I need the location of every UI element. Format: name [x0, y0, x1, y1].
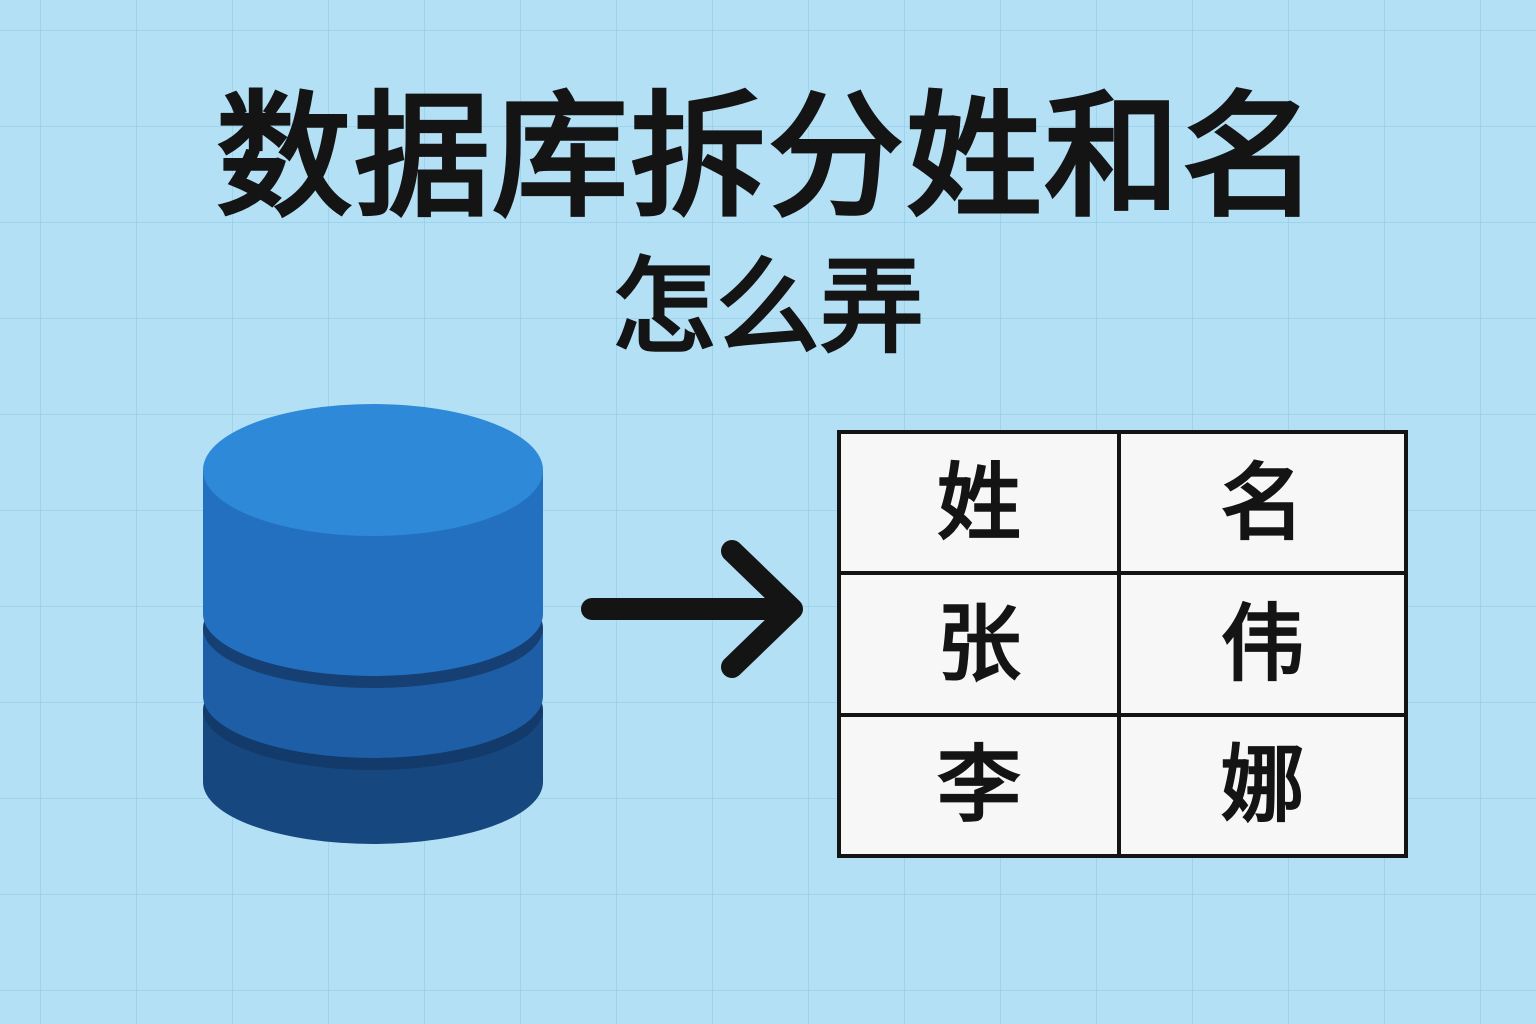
database-icon	[200, 400, 546, 852]
table-header-row: 姓 名	[837, 429, 1408, 576]
arrow-right-icon	[580, 535, 816, 685]
page-title: 数据库拆分姓和名	[216, 79, 1320, 237]
header-cell-surname: 姓	[837, 429, 1121, 576]
database-top-face	[203, 404, 543, 536]
page-subtitle: 怎么弄	[611, 246, 924, 368]
table-cell-given-name: 伟	[1117, 571, 1408, 717]
table-cell-surname: 张	[837, 571, 1121, 717]
header-cell-given-name: 名	[1117, 429, 1408, 576]
table-cell-given-name: 娜	[1117, 712, 1408, 859]
table-row: 张 伟	[837, 571, 1408, 717]
table-cell-surname: 李	[837, 712, 1121, 859]
table-row: 李 娜	[837, 712, 1408, 859]
name-table: 姓 名 张 伟 李 娜	[837, 429, 1408, 859]
